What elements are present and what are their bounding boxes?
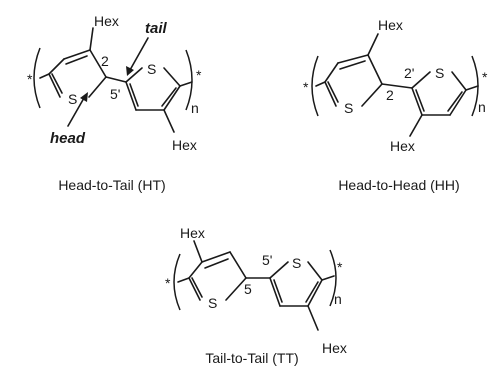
ht-annotation-tail: tail xyxy=(145,20,168,37)
tt-repeat-n: n xyxy=(334,291,342,307)
hh-sulfur-left: S xyxy=(344,100,353,116)
tt-position-left: 5 xyxy=(244,281,252,297)
hh-ring-right xyxy=(411,71,467,116)
hh-hex-top: Hex xyxy=(378,17,403,33)
ht-sulfur-left: S xyxy=(68,91,77,107)
tt-hex-bottom: Hex xyxy=(322,340,347,356)
structure-ht: Hex Hex S S 2 5' n * * tail head Head-to… xyxy=(27,13,202,193)
hh-ring-left xyxy=(324,54,383,107)
hh-end-left: * xyxy=(303,79,309,95)
tt-position-right: 5' xyxy=(262,252,272,268)
hh-caption: Head-to-Head (HH) xyxy=(338,177,459,193)
ht-sulfur-right: S xyxy=(147,61,156,77)
tt-end-left: * xyxy=(165,275,171,291)
ht-annotation-head: head xyxy=(50,130,86,147)
hh-hex-bottom: Hex xyxy=(390,138,415,154)
hh-end-right: * xyxy=(482,69,488,85)
tt-sulfur-left: S xyxy=(208,295,217,311)
hh-position-right: 2' xyxy=(404,65,414,81)
tt-caption: Tail-to-Tail (TT) xyxy=(205,350,298,366)
ht-position-left: 2 xyxy=(101,53,109,69)
ht-repeat-n: n xyxy=(191,100,199,116)
tt-ring-left xyxy=(188,251,247,301)
ht-end-left: * xyxy=(27,71,33,87)
hh-repeat-n: n xyxy=(478,99,486,115)
hh-sulfur-right: S xyxy=(435,65,444,81)
ht-ring-right xyxy=(125,67,181,111)
tt-end-right: * xyxy=(337,259,343,275)
ht-caption: Head-to-Tail (HT) xyxy=(58,177,165,193)
tt-ring-right xyxy=(269,261,323,307)
structure-tt: Hex Hex S S 5 5' n * * Tail-to-Tail (TT) xyxy=(165,225,347,366)
tt-hex-top: Hex xyxy=(180,225,205,241)
structure-hh: Hex Hex S S 2 2' n * * Head-to-Head (HH) xyxy=(303,17,488,193)
ht-end-right: * xyxy=(196,67,202,83)
ht-ring-left xyxy=(48,49,107,98)
ht-hex-bottom: Hex xyxy=(172,137,197,153)
ht-hex-top: Hex xyxy=(94,13,119,29)
ht-position-right: 5' xyxy=(110,86,120,102)
tt-sulfur-right: S xyxy=(292,255,301,271)
hh-position-left: 2 xyxy=(386,87,394,103)
